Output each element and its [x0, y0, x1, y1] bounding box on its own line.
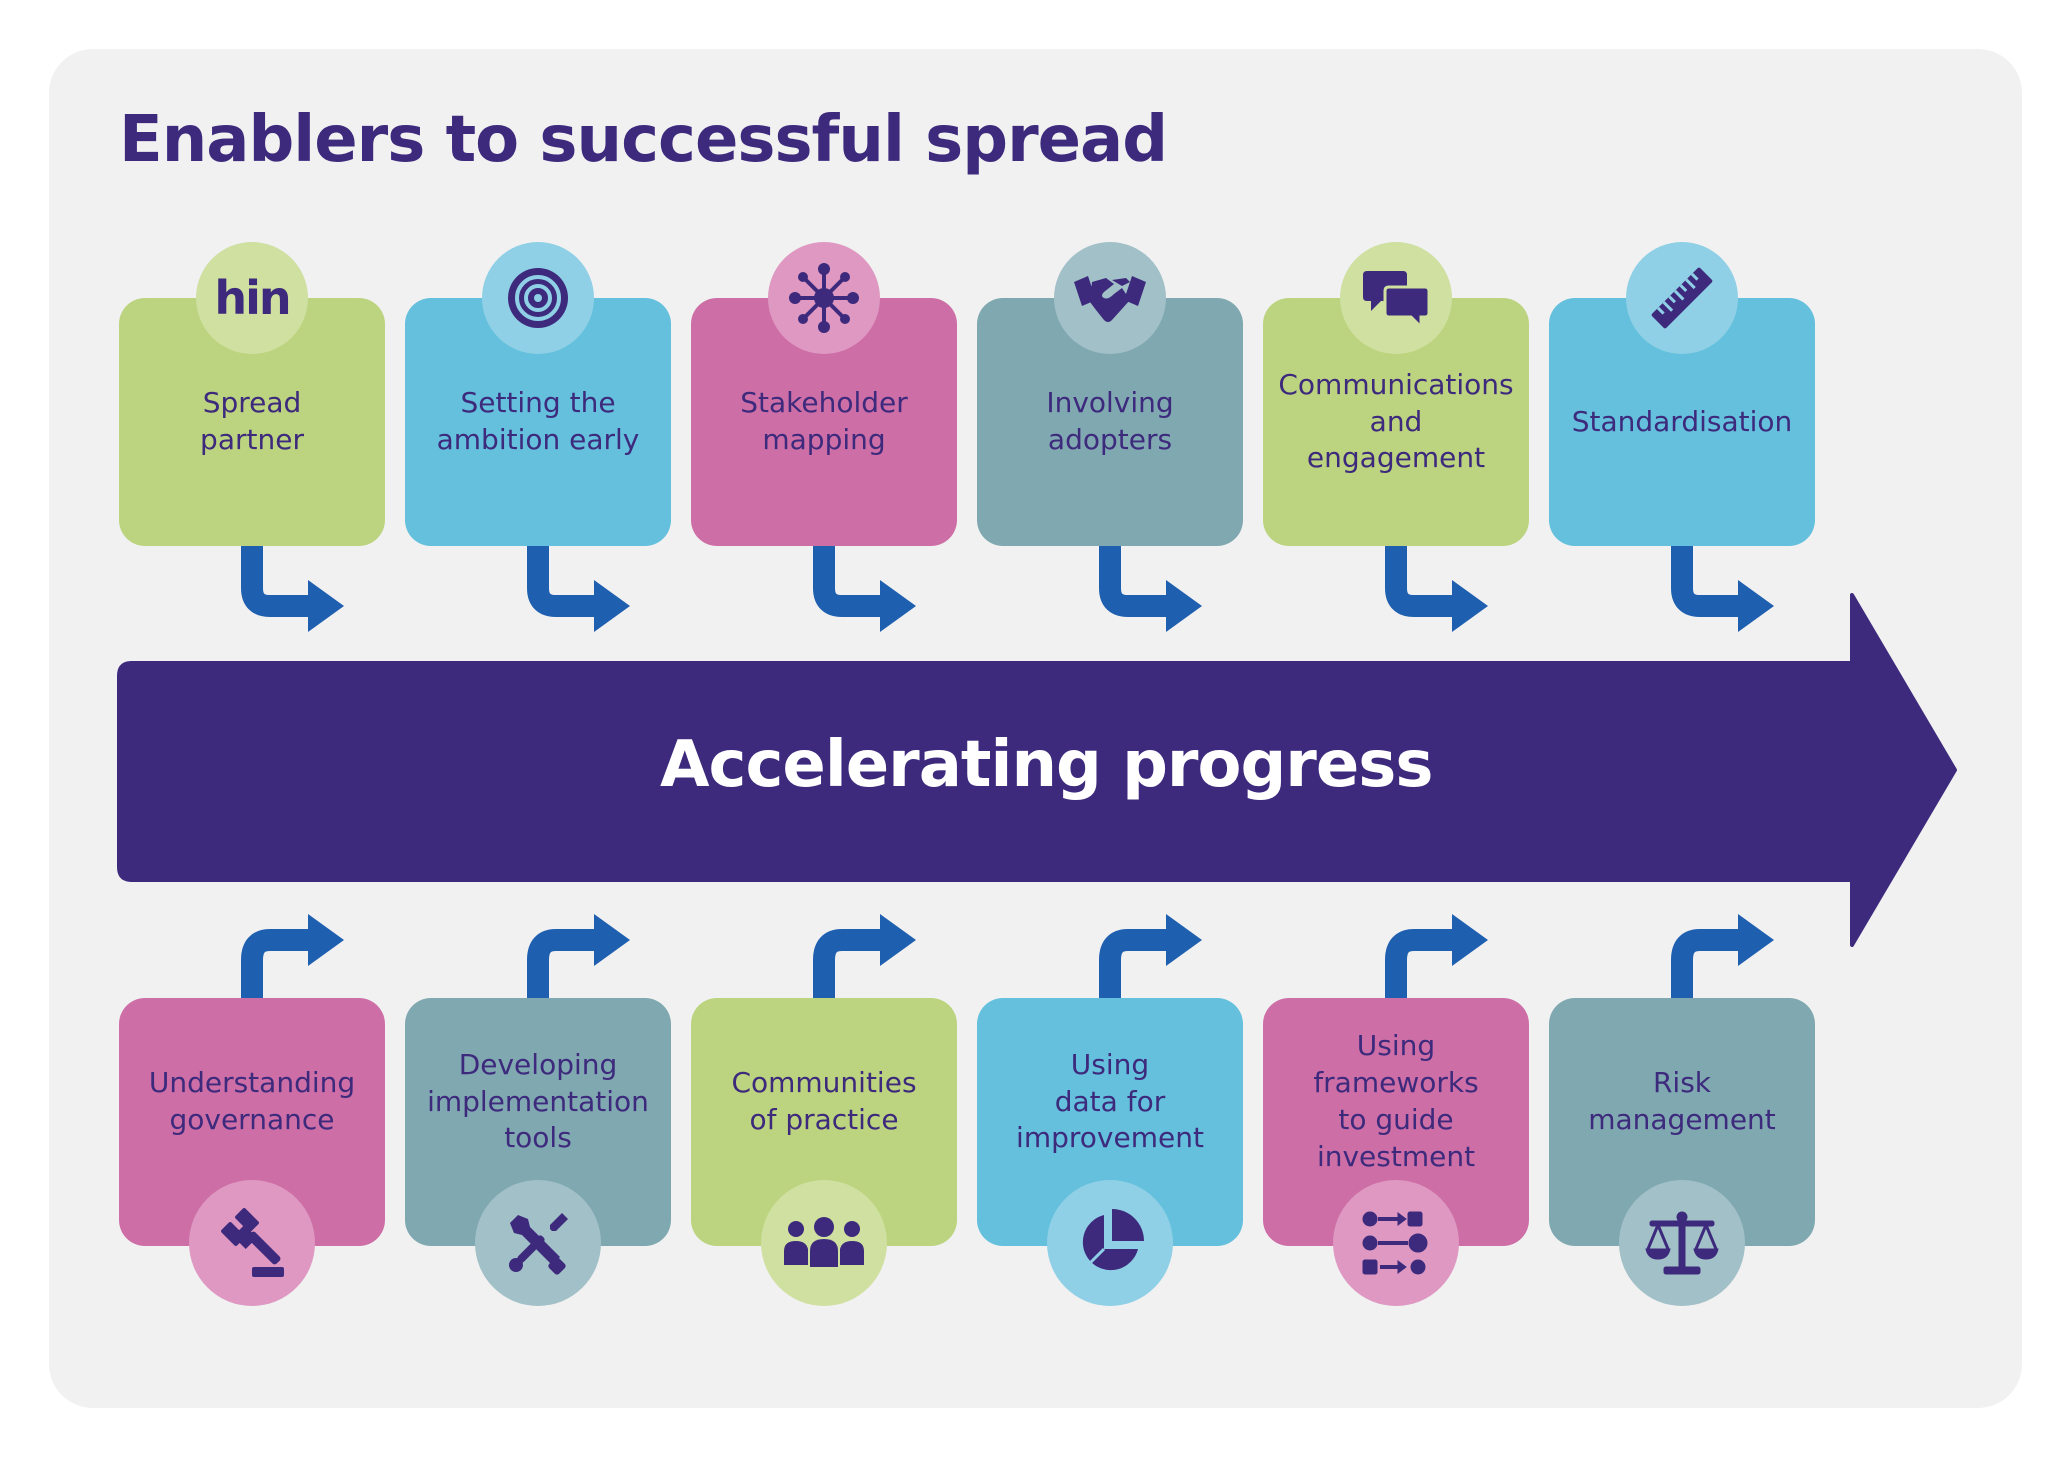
connector-arrow-bottom	[241, 929, 316, 1000]
people-group-icon	[761, 1180, 887, 1306]
connector-arrowhead-top	[880, 580, 916, 632]
framework-flow-icon	[1333, 1180, 1459, 1306]
connector-arrow-bottom	[813, 929, 888, 1000]
connector-arrowhead-bottom	[308, 914, 344, 966]
main-arrow-label: Accelerating progress	[660, 728, 1433, 802]
card-label: Standardisation	[1571, 404, 1793, 438]
connector-arrow-top	[1671, 545, 1746, 617]
target-icon	[482, 242, 594, 354]
gavel-icon	[189, 1180, 315, 1306]
hin-logo-icon: hin	[196, 242, 308, 354]
main-progress-arrow	[117, 593, 1957, 947]
diagram-title: Enablers to successful spread	[119, 103, 1168, 177]
network-icon	[768, 242, 880, 354]
pie-chart-icon	[1047, 1180, 1173, 1306]
chat-bubbles-icon	[1340, 242, 1452, 354]
handshake-icon	[1054, 242, 1166, 354]
card-label: Using frameworks to guide investment	[1313, 1029, 1479, 1173]
card-label: Risk management	[1588, 1066, 1776, 1136]
card-label: Spread partner	[200, 386, 304, 456]
card-stakeholder-mapping: Stakeholder mapping	[691, 298, 957, 546]
card-using-frameworks: Using frameworks to guide investment	[1263, 998, 1529, 1246]
connector-arrowhead-top	[594, 580, 630, 632]
connector-arrow-top	[527, 545, 602, 617]
connector-arrowhead-bottom	[1452, 914, 1488, 966]
card-label: Involving adopters	[1046, 386, 1174, 456]
card-label: Communities of practice	[731, 1066, 917, 1136]
connector-arrow-top	[1385, 545, 1460, 617]
connector-arrow-top	[1099, 545, 1174, 617]
connector-arrow-top	[813, 545, 888, 617]
hin-logo-text: hin	[214, 271, 291, 325]
connector-arrow-bottom	[1385, 929, 1460, 1000]
card-label: Stakeholder mapping	[740, 386, 908, 456]
connector-arrowhead-top	[1166, 580, 1202, 632]
card-communities-of-practice: Communities of practice	[691, 998, 957, 1246]
card-label: Communications and engagement	[1278, 367, 1514, 475]
connector-arrowhead-top	[1738, 580, 1774, 632]
connector-arrow-bottom	[1099, 929, 1174, 1000]
card-label: Understanding governance	[148, 1066, 356, 1136]
card-label: Using data for improvement	[1016, 1047, 1204, 1155]
connector-arrowhead-top	[1452, 580, 1488, 632]
card-label: Setting the ambition early	[436, 386, 640, 456]
scales-icon	[1619, 1180, 1745, 1306]
connector-arrow-bottom	[1671, 929, 1746, 1000]
connector-arrow-bottom	[527, 929, 602, 1000]
card-label: Developing implementation tools	[427, 1047, 649, 1155]
tools-icon	[475, 1180, 601, 1306]
connector-arrowhead-bottom	[880, 914, 916, 966]
connector-arrowhead-bottom	[594, 914, 630, 966]
connector-arrowhead-bottom	[1166, 914, 1202, 966]
card-spread-partner: Spread partner	[119, 298, 385, 546]
connector-arrowhead-top	[308, 580, 344, 632]
ruler-icon	[1626, 242, 1738, 354]
connector-arrowhead-bottom	[1738, 914, 1774, 966]
connector-arrow-top	[241, 545, 316, 617]
